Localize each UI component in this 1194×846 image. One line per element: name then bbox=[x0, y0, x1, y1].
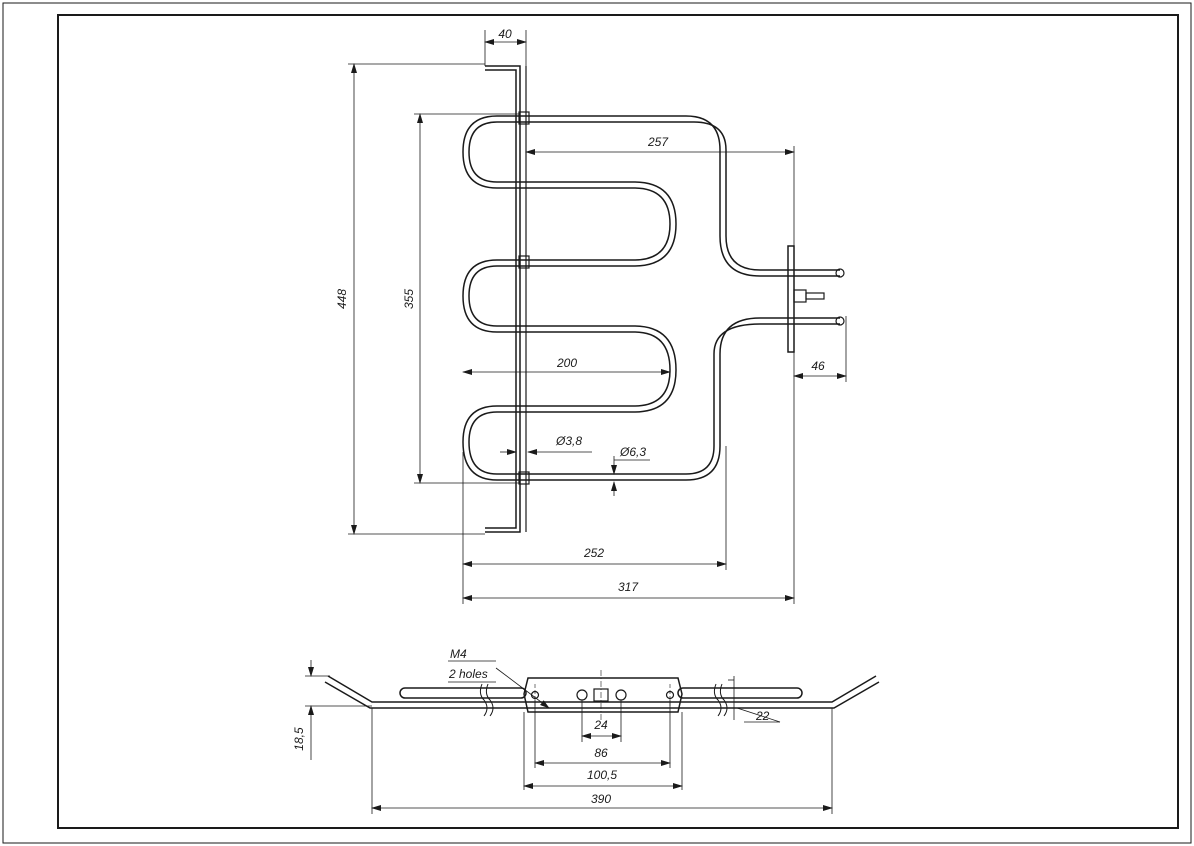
dim-257-label: 257 bbox=[647, 135, 669, 149]
dim-448-label: 448 bbox=[335, 289, 349, 309]
dim-390-label: 390 bbox=[591, 792, 611, 806]
dim-252-label: 252 bbox=[583, 546, 604, 560]
mounting-flange bbox=[787, 245, 795, 353]
dim-46-label: 46 bbox=[811, 359, 825, 373]
side-bracket-wire bbox=[327, 675, 877, 703]
dim-22-label: 22 bbox=[755, 709, 770, 723]
dim-d38-label: Ø3,8 bbox=[555, 434, 582, 448]
heating-element-side-view: M4 2 holes 18,5 22 24 86 100,5 390 bbox=[292, 647, 880, 814]
dim-355-label: 355 bbox=[402, 289, 416, 309]
dim-40-label: 40 bbox=[498, 27, 512, 41]
note-2-holes: 2 holes bbox=[448, 667, 488, 681]
heating-tube-inner bbox=[468, 121, 840, 475]
support-bracket bbox=[485, 65, 521, 533]
dim-d63-label: Ø6,3 bbox=[619, 445, 646, 459]
inner-frame bbox=[57, 14, 1179, 829]
dim-24-label: 24 bbox=[593, 718, 608, 732]
note-m4: M4 bbox=[450, 647, 467, 661]
side-flange-plate bbox=[523, 677, 683, 713]
dim-86-label: 86 bbox=[594, 746, 608, 760]
heating-tube-outer bbox=[462, 115, 840, 481]
heating-element-top-view: 40 448 355 257 200 Ø3,8 Ø6,3 46 bbox=[335, 27, 847, 604]
dim-18-5-label: 18,5 bbox=[292, 727, 306, 751]
dim-317-label: 317 bbox=[618, 580, 639, 594]
dim-200-label: 200 bbox=[556, 356, 577, 370]
dim-100-5-label: 100,5 bbox=[587, 768, 617, 782]
